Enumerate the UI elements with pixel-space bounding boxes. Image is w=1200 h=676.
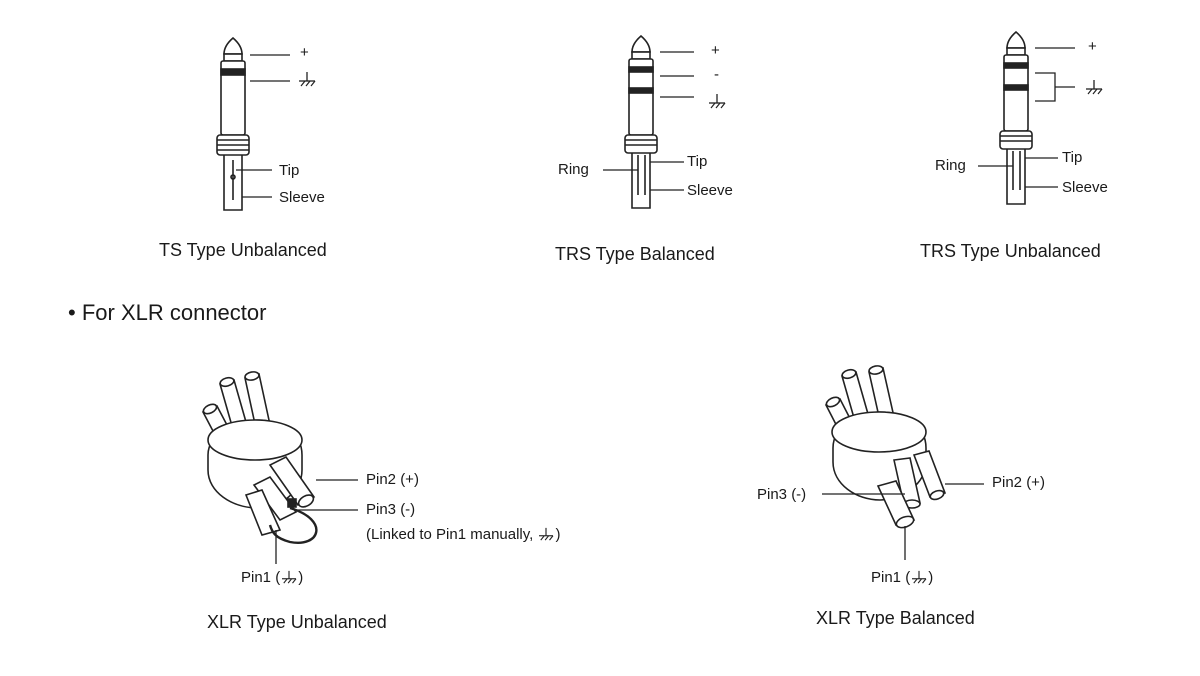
trs-balanced-sleeve-label: Sleeve <box>687 182 733 199</box>
trs-unbalanced-plug-drawing <box>999 30 1033 205</box>
trs-balanced-tip-label: Tip <box>687 153 708 170</box>
xlr-balanced-pin1-label: Pin1 () <box>871 570 933 585</box>
ts-caption: TS Type Unbalanced <box>159 240 327 260</box>
xlr-balanced-caption: XLR Type Balanced <box>816 608 975 628</box>
trs-unbalanced-tip-label: Tip <box>1062 149 1083 166</box>
trs-unbalanced-ground-icon <box>1085 79 1103 95</box>
ground-symbol-icon <box>281 570 297 584</box>
xlr-unbalanced-caption: XLR Type Unbalanced <box>207 612 387 632</box>
xlr-unbalanced-drawing <box>201 371 318 545</box>
trs-balanced-caption: TRS Type Balanced <box>555 244 715 264</box>
xlr-unbalanced-pin1-label: Pin1 () <box>241 570 303 585</box>
pin1-prefix: Pin1 ( <box>241 569 281 586</box>
ground-symbol-icon <box>538 527 555 541</box>
ts-plus-sign: + <box>300 44 309 61</box>
xlr-unbalanced-pin3-label: Pin3 (-) <box>366 501 416 518</box>
trs-unbalanced-caption: TRS Type Unbalanced <box>920 241 1101 261</box>
trs-balanced-leader-lines <box>603 51 694 191</box>
xlr-unbalanced-link-note: (Linked to Pin1 manually, ) <box>366 527 560 542</box>
trs-balanced-ring-label: Ring <box>558 161 589 178</box>
xlr-section-heading-text: For XLR connector <box>81 300 267 325</box>
xlr-balanced-pin2-label: Pin2 (+) <box>992 474 1045 491</box>
ts-sleeve-label: Sleeve <box>279 189 325 206</box>
trs-balanced-ground-icon <box>708 93 726 109</box>
trs-unbalanced-plus-sign: + <box>1088 38 1097 55</box>
xlr-unbalanced-pin2-label: Pin2 (+) <box>366 471 419 488</box>
link-note-suffix: ) <box>555 526 561 543</box>
trs-unbalanced-sleeve-label: Sleeve <box>1062 179 1108 196</box>
ts-tip-label: Tip <box>279 162 300 179</box>
trs-balanced-minus-sign: - <box>714 66 719 83</box>
trs-unbalanced-ring-label: Ring <box>935 157 966 174</box>
ts-leader-lines <box>236 54 290 198</box>
pin1-suffix: ) <box>928 569 934 586</box>
trs-balanced-plus-sign: + <box>711 42 720 59</box>
link-note-prefix: (Linked to Pin1 manually, <box>366 526 538 543</box>
xlr-unbalanced-leader-lines <box>275 479 358 564</box>
trs-balanced-plug-drawing <box>624 34 658 209</box>
trs-unbalanced-leader-lines <box>978 47 1075 188</box>
xlr-balanced-leader-lines <box>822 483 984 560</box>
ts-plug-drawing <box>216 36 250 211</box>
xlr-balanced-drawing <box>824 365 947 529</box>
pin1-prefix: Pin1 ( <box>871 569 911 586</box>
ground-symbol-icon <box>911 570 927 584</box>
pin1-suffix: ) <box>298 569 304 586</box>
xlr-section-heading: • For XLR connector <box>68 302 266 324</box>
bullet-icon: • <box>68 300 76 325</box>
xlr-balanced-pin3-label: Pin3 (-) <box>757 486 807 503</box>
ts-ground-icon <box>298 71 316 87</box>
